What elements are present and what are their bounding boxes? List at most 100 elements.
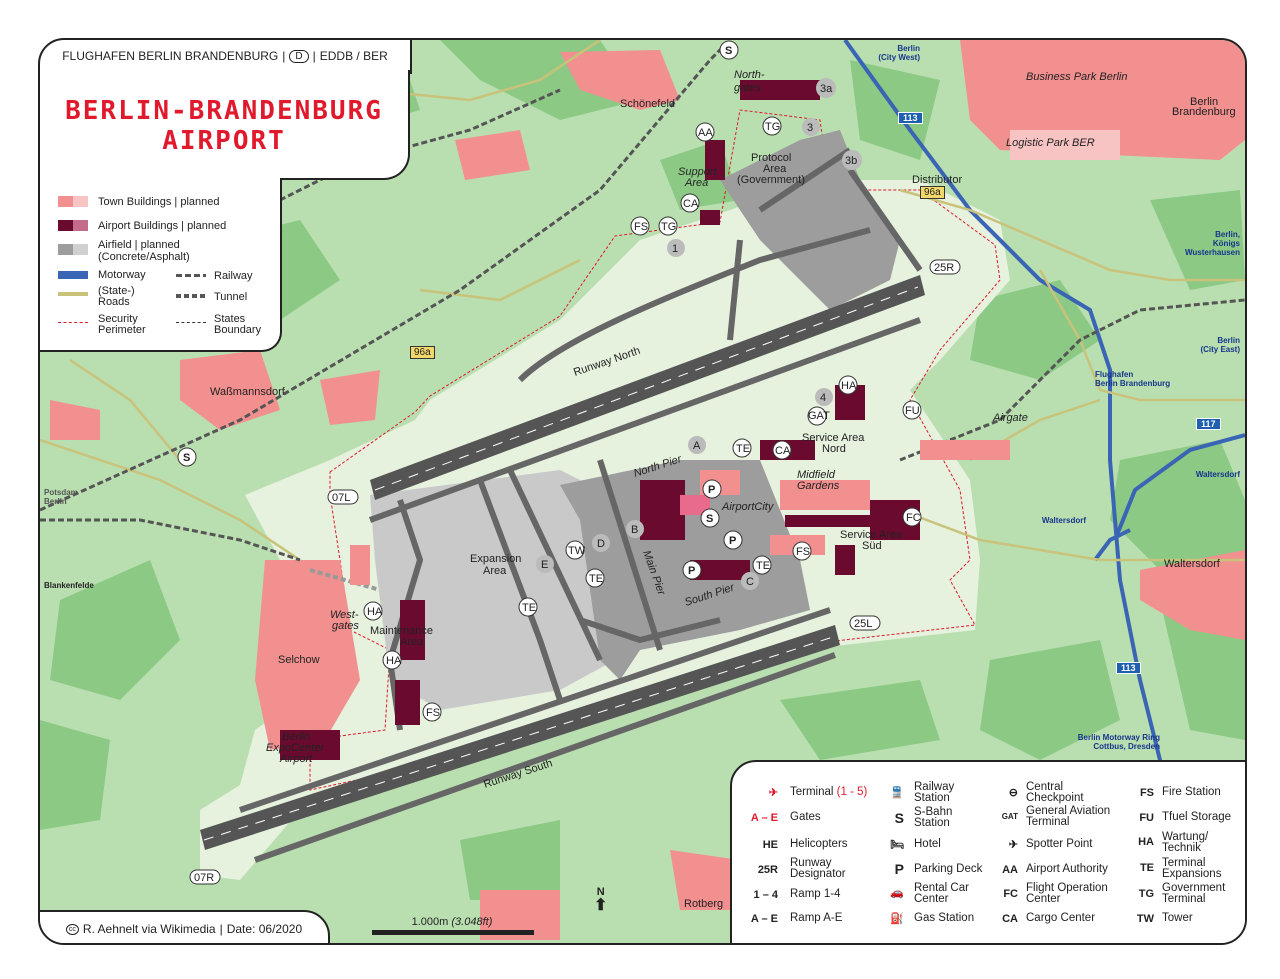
legend-swatch-tunnel <box>176 294 206 298</box>
legend-states-1: States <box>214 313 246 325</box>
key-checkpoint-2: Checkpoint <box>1026 792 1084 804</box>
legend-town: Town Buildings | planned <box>98 196 220 208</box>
label-service-sued-2: Süd <box>862 540 882 552</box>
tag-te-3: TE <box>522 602 536 614</box>
key-fu-sym: FU <box>1139 812 1154 824</box>
label-expo-2: ExpoCenter <box>266 742 325 754</box>
label-expo-3: Airport <box>279 753 313 765</box>
ramp-markers: 1 3 3a 3b 4 A B C D E <box>536 78 862 590</box>
credit-footer: cc R. Aehnelt via Wikimedia | Date: 06/2… <box>40 910 330 943</box>
key-sbahn-sym: S <box>894 810 904 826</box>
tag-s-wassmannsdorf: S <box>183 452 190 464</box>
sign-ring: Berlin Motorway Ring Cottbus, Dresden <box>1040 733 1160 751</box>
taxiways <box>239 147 923 863</box>
legend-roads-2: Roads <box>98 296 130 308</box>
facility-tags: AA CA FS TG TG HA GAT FU TE CA TW TE TE … <box>177 40 922 722</box>
label-north-gates-1: North- <box>734 69 765 81</box>
runway-designators: 25R 07L 25L 07R <box>189 259 961 885</box>
legend-security-2: Perimeter <box>98 324 146 336</box>
key-sbahn-2: Station <box>914 817 950 829</box>
plane-icon: ✈ <box>768 787 778 799</box>
train-icon: 🚆 <box>890 787 904 799</box>
label-expansion-1: Expansion <box>470 553 521 565</box>
pier-c: C <box>746 576 754 588</box>
title-line-2: AIRPORT <box>162 126 286 156</box>
sign-blankenfelde: Blankenfelde <box>44 581 94 590</box>
key-rail-1: Railway <box>914 781 955 793</box>
key-runway-1: Runway <box>790 857 832 869</box>
tag-fs-west: FS <box>426 707 440 719</box>
key-parking: Parking Deck <box>914 863 983 875</box>
separator: | <box>219 922 223 936</box>
label-expo-1: Berlin <box>282 731 310 743</box>
state-roads <box>40 40 1245 562</box>
credit-text: R. Aehnelt via Wikimedia <box>82 922 216 936</box>
label-maintenance-2: Area <box>400 636 424 648</box>
label-expansion-2: Area <box>483 565 507 577</box>
rwy-07l: 07L <box>332 492 350 504</box>
sign-potsdam-l1: Potsdam <box>44 488 78 497</box>
tag-tg-support: TG <box>661 221 676 233</box>
key-terminal-range: (1 - 5) <box>836 786 868 798</box>
map-frame: Runway North Runway South Expansion Area… <box>38 38 1247 945</box>
label-logistic-park: Logistic Park BER <box>1006 137 1095 149</box>
legend-swatch-states <box>176 322 206 323</box>
key-tw: Tower <box>1162 912 1193 924</box>
key-ramp: Ramp 1-4 <box>790 888 841 900</box>
tag-te-1: TE <box>736 443 750 455</box>
sign-koenigs-l3: Wusterhausen <box>1185 248 1240 257</box>
ramp-3b: 3b <box>845 155 857 167</box>
legend-swatch-security <box>58 322 88 323</box>
scale-line <box>372 930 534 935</box>
key-gates-sym: A – E <box>750 812 778 824</box>
tag-s-schoenefeld: S <box>725 45 732 57</box>
key-ca: Cargo Center <box>1026 912 1096 924</box>
motorway-113-north: 113 <box>898 112 923 124</box>
rwy-25l: 25L <box>854 618 872 630</box>
header-bar: FLUGHAFEN BERLIN BRANDENBURG | D | EDDB … <box>40 40 412 74</box>
expansion-apron <box>370 470 615 710</box>
key-gat-sym: GAT <box>1001 812 1018 821</box>
label-berlin-brb-1: Berlin <box>1190 96 1218 108</box>
key-rail-2: Station <box>914 792 950 804</box>
ramp-3: 3 <box>807 122 813 134</box>
label-airportcity: AirportCity <box>721 501 775 513</box>
sign-flughafen-l1: Flughafen <box>1095 370 1134 379</box>
label-westgates-1: West- <box>330 609 359 621</box>
spotter-icon: ✈ <box>1008 839 1018 851</box>
key-gates: Gates <box>790 811 821 823</box>
sign-berlin-east-l1: Berlin <box>1217 336 1240 345</box>
legend-airport: Airport Buildings | planned <box>98 220 227 232</box>
checkpoint-icon: ⊖ <box>1008 787 1018 799</box>
place-rotberg: Rotberg <box>684 898 724 910</box>
arrow-up-icon: ⬆ <box>594 897 608 914</box>
place-schoenefeld: Schönefeld <box>620 98 676 110</box>
runway-south <box>200 625 840 850</box>
key-fc-2: Center <box>1026 893 1061 905</box>
label-service-sued-1: Service Area <box>840 529 903 541</box>
key-ha-2: Technik <box>1162 842 1201 854</box>
place-selchow: Selchow <box>278 654 320 666</box>
key-te-sym: TE <box>1139 862 1154 874</box>
key-tg-sym: TG <box>1138 888 1154 900</box>
town-buildings <box>50 40 1245 940</box>
sign-ring-l2: Cottbus, Dresden <box>1093 742 1160 751</box>
legend-railway: Railway <box>214 270 253 282</box>
motorways <box>843 40 1245 943</box>
label-service-nord-1: Service Area <box>802 432 865 444</box>
tag-fc: FC <box>906 512 921 524</box>
north-label: N <box>596 886 605 898</box>
pier-d: D <box>597 538 605 550</box>
label-protocol-1: Protocol <box>751 152 791 164</box>
ramp-3a: 3a <box>820 83 833 95</box>
pier-a: A <box>693 440 701 452</box>
key-ca-sym: CA <box>1002 913 1018 925</box>
tag-fs-mid: FS <box>796 546 810 558</box>
key-checkpoint-1: Central <box>1026 781 1064 793</box>
sign-berlin-koenigs: Berlin, Königs Wusterhausen <box>1170 230 1240 257</box>
legend-box: Town Buildings | planned Airport Buildin… <box>40 178 282 352</box>
legend-swatch-town <box>58 196 88 207</box>
airport-codes: EDDB / BER <box>319 49 388 63</box>
tag-fs-north: FS <box>634 221 648 233</box>
pier-e: E <box>541 559 548 571</box>
